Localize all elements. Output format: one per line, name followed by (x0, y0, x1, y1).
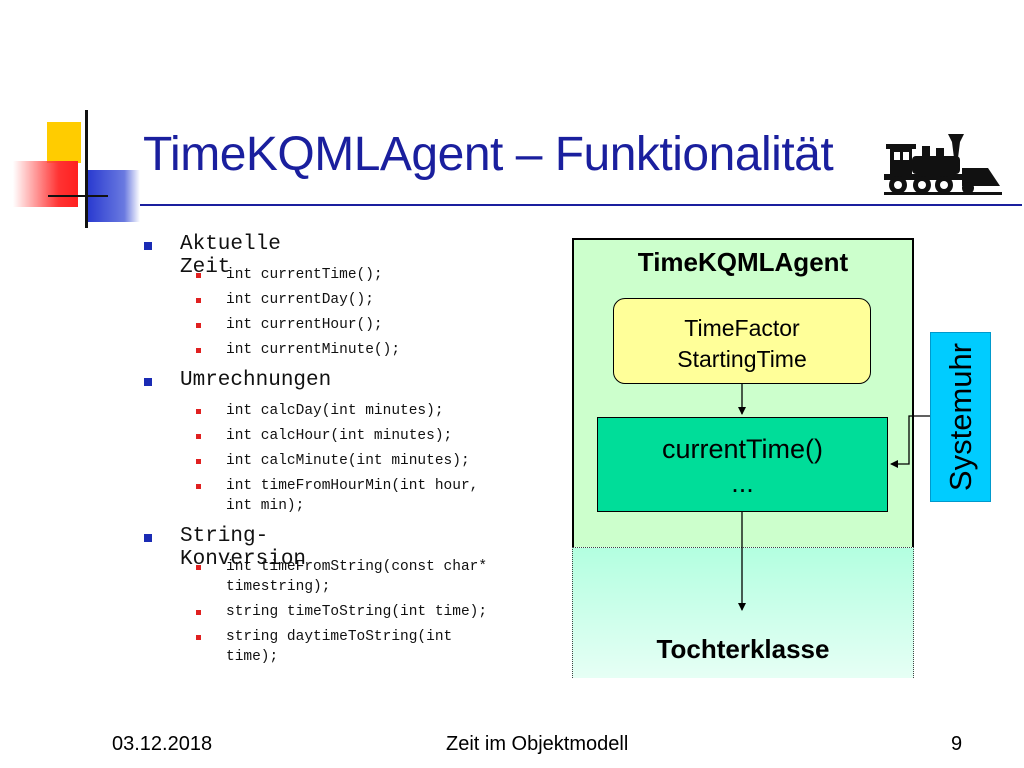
logo-vertical-line (85, 110, 88, 228)
sub-bullet-marker (196, 298, 201, 303)
agent-class-label: TimeKQMLAgent (637, 247, 849, 277)
sub-bullet-marker (196, 610, 201, 615)
bullet-marker (144, 242, 152, 250)
sub-bullet-marker (196, 273, 201, 278)
title-underline (140, 204, 1022, 206)
list-item: int currentMinute(); (226, 342, 401, 358)
logo-horizontal-line (48, 195, 108, 197)
bullet-marker (144, 534, 152, 542)
bullet-marker (144, 378, 152, 386)
sub-bullet-marker (196, 434, 201, 439)
child-class-label: Tochterklasse (656, 634, 830, 664)
logo-yellow-square (47, 122, 81, 163)
list-item: int calcHour(int minutes); (226, 428, 453, 444)
list-item-continuation: int min); (226, 498, 305, 514)
sub-bullet-marker (196, 323, 201, 328)
child-class-box (572, 547, 914, 678)
methods-box: currentTime() ... (597, 417, 888, 512)
slide-title: TimeKQMLAgent – Funktionalität (143, 128, 834, 181)
sub-bullet-marker (196, 565, 201, 570)
method-ellipsis: ... (731, 468, 754, 498)
sub-bullet-marker (196, 459, 201, 464)
section-heading: Aktuelle Zeit (180, 233, 281, 279)
list-item: string timeToString(int time); (226, 604, 488, 620)
system-clock-label: Systemuhr (942, 342, 978, 492)
locomotive-icon (884, 134, 1002, 195)
list-item: int timeFromString(const char* (226, 559, 488, 575)
list-item: int calcMinute(int minutes); (226, 453, 470, 469)
section-heading: String-Konversion (180, 525, 307, 571)
logo-decoration (0, 0, 150, 230)
sub-bullet-marker (196, 484, 201, 489)
list-item: int calcDay(int minutes); (226, 403, 444, 419)
sub-bullet-marker (196, 635, 201, 640)
method-current-time: currentTime() (661, 434, 823, 464)
list-item: int currentTime(); (226, 267, 383, 283)
section-heading: Umrechnungen (180, 369, 332, 392)
sub-bullet-marker (196, 348, 201, 353)
list-item: int timeFromHourMin(int hour, (226, 478, 479, 494)
list-item: string daytimeToString(int (226, 629, 453, 645)
list-item: int currentDay(); (226, 292, 374, 308)
attribute-time-factor: TimeFactor (684, 315, 800, 341)
attribute-starting-time: StartingTime (677, 346, 807, 372)
list-item: int currentHour(); (226, 317, 383, 333)
list-item-continuation: time); (226, 649, 279, 665)
page-number: 9 (951, 733, 963, 755)
footer-date: 03.12.2018 (112, 733, 213, 755)
footer-title: Zeit im Objektmodell (446, 733, 629, 755)
logo-red-square (13, 161, 78, 207)
sub-bullet-marker (196, 409, 201, 414)
attributes-box: TimeFactor StartingTime (613, 298, 871, 384)
list-item-continuation: timestring); (226, 579, 331, 595)
system-clock-box: Systemuhr (930, 332, 991, 502)
